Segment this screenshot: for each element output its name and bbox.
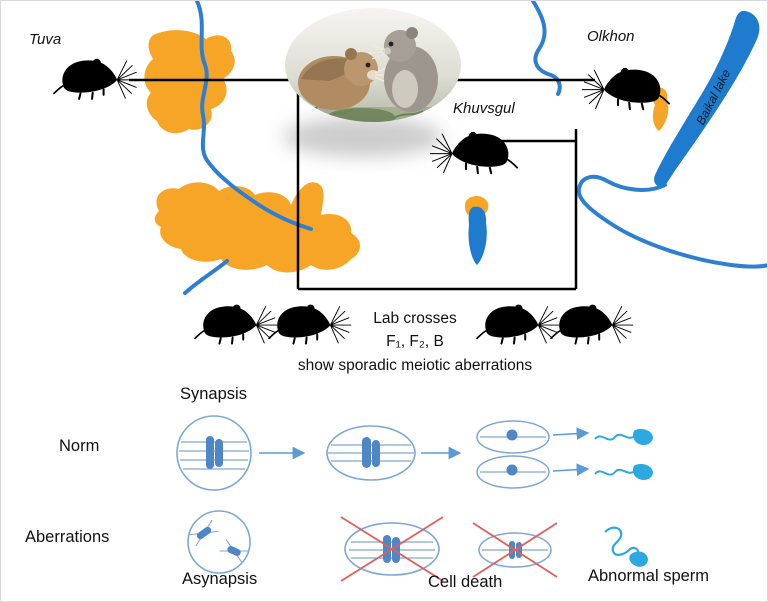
red-cross-large bbox=[340, 516, 444, 582]
hamster-right bbox=[368, 27, 438, 112]
cell-death-large bbox=[340, 516, 444, 582]
arrow-3 bbox=[552, 427, 590, 440]
cell-death-label: Cell death bbox=[428, 573, 503, 591]
river-bottom-right bbox=[576, 174, 767, 269]
river-top-right bbox=[531, 1, 562, 96]
steppe-region-left bbox=[144, 30, 235, 134]
asynapsis-cell bbox=[187, 510, 251, 574]
hamsters-photo bbox=[285, 8, 461, 122]
synapsis-label: Synapsis bbox=[180, 385, 247, 403]
tuva-mouse bbox=[52, 57, 140, 100]
red-cross-small bbox=[472, 522, 558, 578]
arrow-4 bbox=[552, 463, 590, 476]
abnormal-sperm bbox=[604, 526, 648, 567]
norm-cell-metaphase bbox=[326, 425, 416, 481]
aberrations-label: Aberrations bbox=[25, 528, 110, 546]
khuvsgul-mouse bbox=[429, 130, 519, 175]
steppe-region-south bbox=[154, 182, 360, 273]
lab-crosses-line2: F₁, F₂, B bbox=[386, 333, 444, 351]
daughter-cell-bottom bbox=[476, 455, 550, 489]
khuvsgul-label: Khuvsgul bbox=[453, 100, 515, 117]
khuvsgul-lake bbox=[468, 206, 487, 265]
lab-crosses-line1: Lab crosses bbox=[373, 310, 457, 327]
river-left-branch bbox=[183, 259, 229, 295]
photo-shadow bbox=[283, 117, 443, 157]
abnormal-sperm-label: Abnormal sperm bbox=[588, 567, 710, 585]
tuva-label: Tuva bbox=[29, 31, 62, 48]
cell-death-small bbox=[472, 522, 558, 578]
norm-label: Norm bbox=[59, 437, 100, 455]
olkhon-label: Olkhon bbox=[587, 28, 635, 45]
lab-crosses-line3: show sporadic meiotic aberrations bbox=[297, 356, 533, 374]
lab-crosses-caption: Lab crosses F₁, F₂, B show sporadic meio… bbox=[265, 307, 565, 377]
asynapsis-label: Asynapsis bbox=[182, 570, 258, 588]
daughter-cell-top bbox=[476, 420, 550, 454]
norm-cell-pachytene bbox=[176, 415, 252, 491]
normal-sperm-1 bbox=[594, 428, 653, 446]
meiosis-layer bbox=[176, 415, 653, 582]
river-left bbox=[195, 1, 313, 231]
normal-sperm-2 bbox=[594, 463, 653, 481]
baikal-lake bbox=[654, 10, 760, 187]
